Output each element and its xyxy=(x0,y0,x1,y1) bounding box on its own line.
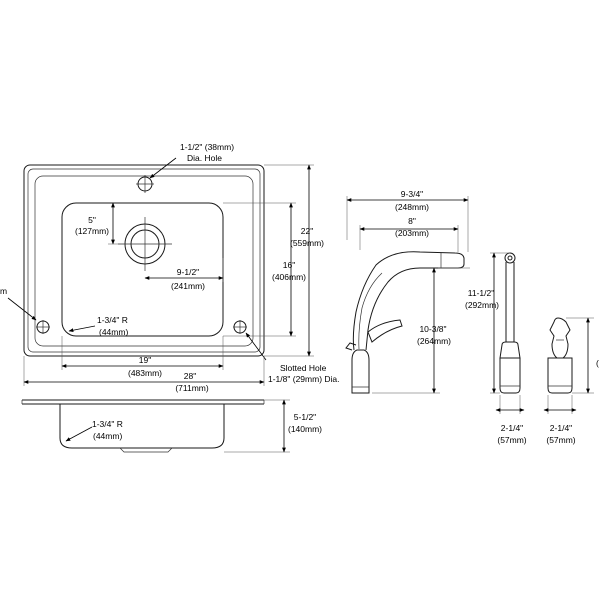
bowl-width-imperial: 19" xyxy=(139,355,151,365)
faucet-overall-reach-imperial: 9-3/4" xyxy=(401,189,423,199)
bowl-front-back-imperial: 16" xyxy=(283,260,295,270)
overall-width-imperial: 28" xyxy=(184,371,196,381)
side-spray-base-metric: (57mm) xyxy=(497,435,526,445)
bowl-front-back-metric: (406mm) xyxy=(272,272,306,282)
left-mounting-hole xyxy=(36,320,50,334)
side-radius-leader xyxy=(65,426,93,442)
faucet-hole-size-label: 1-1/2" (38mm) xyxy=(180,142,234,152)
left-cut-label: m xyxy=(0,286,7,296)
slotted-hole-leader xyxy=(245,332,267,361)
soap-dispenser-base xyxy=(547,357,573,394)
drain xyxy=(118,217,172,271)
overall-front-back-imperial: 22" xyxy=(301,226,313,236)
slotted-hole-line1: Slotted Hole xyxy=(280,363,327,373)
corner-radius-imperial: 1-3/4" R xyxy=(97,315,128,325)
slotted-hole-line2: 1-1/8" (29mm) Dia. xyxy=(268,374,340,384)
soap-dispenser-pump xyxy=(549,317,571,359)
faucet-spout-reach-imperial: 8" xyxy=(408,216,416,226)
faucet-handle xyxy=(367,319,403,343)
slotted-hole xyxy=(233,320,247,334)
drain-center-metric: (241mm) xyxy=(171,281,205,291)
sink-side-bowl xyxy=(59,404,225,449)
side-spray-height-metric: (292mm) xyxy=(465,300,499,310)
side-spray-head xyxy=(504,252,516,264)
sink-side-drain xyxy=(119,447,173,453)
soap-dispenser-base-imperial: 2-1/4" xyxy=(550,423,572,433)
sink-deck xyxy=(34,175,254,347)
sink-side-view: 1-3/4" R (44mm) 5-1/2" (140mm) xyxy=(21,399,322,453)
sink-rim-inner-edge xyxy=(27,168,261,353)
left-cut-leader xyxy=(7,297,37,321)
faucet-hole xyxy=(136,175,154,193)
faucet-view: 9-3/4" (248mm) 8" (203mm) 10-3/8" (264mm… xyxy=(345,189,470,394)
bowl-width-metric: (483mm) xyxy=(128,368,162,378)
faucet-height-metric: (264mm) xyxy=(417,336,451,346)
soap-dispenser-base-metric: (57mm) xyxy=(546,435,575,445)
sink-depth-imperial: 5-1/2" xyxy=(294,412,316,422)
drain-offset-imperial: 5" xyxy=(88,215,96,225)
soap-dispenser-cut-label: ( xyxy=(596,358,599,368)
drain-center-imperial: 9-1/2" xyxy=(177,267,199,277)
faucet-overall-reach-metric: (248mm) xyxy=(395,202,429,212)
faucet-hole-note-label: Dia. Hole xyxy=(187,153,222,163)
side-spray-base-imperial: 2-1/4" xyxy=(501,423,523,433)
faucet-spout xyxy=(352,251,465,351)
side-spray-view: 11-1/2" (292mm) 2-1/4" (57mm) xyxy=(465,252,527,445)
faucet-hole-leader xyxy=(149,157,177,179)
sink-outer-rim xyxy=(23,164,265,357)
sink-depth-metric: (140mm) xyxy=(288,424,322,434)
side-radius-imperial: 1-3/4" R xyxy=(92,419,123,429)
corner-radius-leader xyxy=(68,325,96,333)
overall-width-metric: (711mm) xyxy=(175,383,209,393)
faucet-base xyxy=(351,349,370,394)
faucet-height-imperial: 10-3/8" xyxy=(419,324,446,334)
side-spray-base xyxy=(499,358,521,394)
side-spray-wand xyxy=(505,262,515,343)
soap-dispenser-view: ( 2-1/4" (57mm) xyxy=(543,317,599,445)
drain-offset-metric: (127mm) xyxy=(75,226,109,236)
faucet-spout-reach-metric: (203mm) xyxy=(395,228,429,238)
side-spray-height-imperial: 11-1/2" xyxy=(468,288,495,298)
corner-radius-metric: (44mm) xyxy=(99,327,128,337)
overall-front-back-metric: (559mm) xyxy=(290,238,324,248)
side-radius-metric: (44mm) xyxy=(93,431,122,441)
sink-top-view: 1-1/2" (38mm) Dia. Hole 5" (127mm) 9-1/2… xyxy=(0,142,340,393)
